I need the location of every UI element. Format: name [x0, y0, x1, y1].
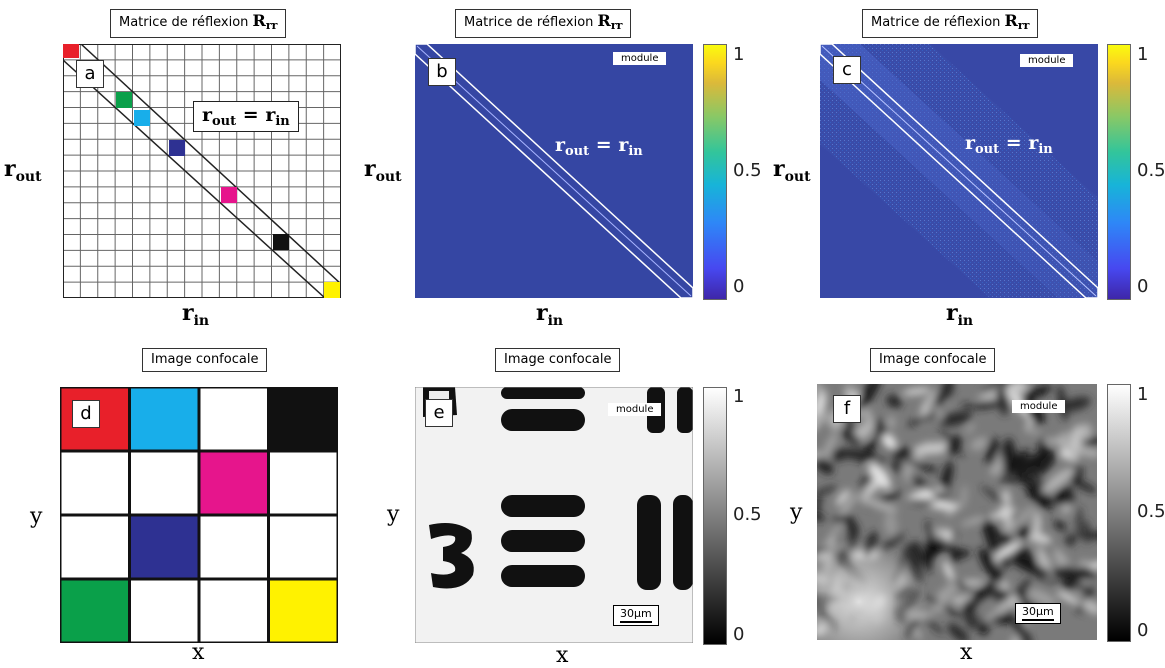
panel-c-letter: c	[833, 56, 861, 84]
panel-e-tick-bottom: 0	[733, 624, 745, 645]
panel-d-pixel-magenta	[197, 449, 270, 517]
panel-c-matrix-image	[820, 44, 1098, 298]
panel-f-title: Image confocale	[870, 348, 996, 372]
panel-a-cell-magenta	[221, 187, 237, 203]
panel-f-scalebar-line	[1022, 619, 1054, 621]
panel-f-ylabel: y	[790, 500, 803, 525]
panel-e-xlabel: x	[556, 643, 569, 668]
panel-f-tick-mid: 0.5	[1137, 501, 1165, 522]
panel-d-pixel-white	[60, 513, 131, 581]
panel-d-pixel-white	[197, 387, 270, 453]
panel-e-confocal-image	[415, 387, 693, 643]
panel-f-tick-top: 1	[1137, 384, 1149, 405]
panel-c-tick-top: 1	[1137, 44, 1149, 65]
panel-e-ylabel: y	[387, 502, 400, 527]
panel-a-xlabel: rin	[182, 300, 210, 329]
panel-f-confocal-image	[817, 384, 1097, 640]
panel-a-cell-black	[273, 234, 289, 250]
panel-b-title: Matrice de réflexion Rrr	[455, 9, 632, 38]
panel-c-ylabel: rout	[773, 156, 811, 185]
panel-b-module-tag: module	[613, 52, 667, 65]
panel-d-letter: d	[72, 400, 100, 428]
panel-d-pixel-yellow	[267, 577, 338, 643]
panel-a-cell-cyan	[134, 110, 150, 126]
panel-d-pixel-white	[197, 577, 270, 643]
panel-a-equation: rout = rin	[193, 101, 299, 132]
panel-d-pixel-white	[267, 513, 338, 581]
panel-b-letter: b	[428, 58, 456, 86]
panel-e-tick-mid: 0.5	[733, 504, 762, 525]
panel-b-colorbar	[703, 44, 727, 300]
panel-c-colorbar	[1107, 44, 1131, 300]
panel-d-pixel-green	[60, 577, 131, 643]
panel-e-title: Image confocale	[495, 348, 621, 372]
panel-f-tick-bottom: 0	[1137, 620, 1149, 641]
panel-d-pixel-white	[128, 449, 201, 517]
panel-d-xlabel: x	[192, 640, 205, 665]
panel-a-matrix-grid	[63, 44, 341, 298]
panel-e-letter: e	[425, 399, 453, 427]
panel-c-tick-bottom: 0	[1137, 276, 1149, 297]
panel-d-title: Image confocale	[142, 348, 268, 372]
panel-d-pixel-grid	[60, 387, 338, 643]
panel-a-cell-navy	[169, 140, 185, 156]
panel-e-scalebar: 30µm	[613, 605, 659, 626]
panel-e-module-tag: module	[608, 403, 662, 416]
panel-e-scalebar-label: 30µm	[620, 607, 652, 620]
panel-d-ylabel: y	[30, 504, 43, 529]
panel-b-matrix-image	[415, 44, 693, 298]
panel-a-cell-yellow	[324, 282, 340, 298]
panel-c-equation: rout = rin	[965, 132, 1053, 157]
panel-f-scalebar-label: 30µm	[1022, 605, 1054, 618]
panel-d-pixel-navy	[128, 513, 201, 581]
panel-d-pixel-white	[60, 449, 131, 517]
panel-e-colorbar	[703, 387, 727, 645]
panel-a-cell-green	[116, 92, 132, 108]
panel-c-tick-mid: 0.5	[1137, 160, 1165, 181]
panel-d-pixel-white	[128, 577, 201, 643]
panel-b-xlabel: rin	[536, 300, 564, 329]
panel-b-tick-bottom: 0	[733, 276, 745, 297]
panel-f-module-tag: module	[1012, 400, 1066, 413]
panel-a-title: Matrice de réflexion Rrr	[110, 9, 287, 38]
panel-b-tick-top: 1	[733, 44, 745, 65]
panel-d-pixel-black	[267, 387, 338, 453]
panel-c-module-tag: module	[1020, 54, 1074, 67]
panel-d-pixel-cyan	[128, 387, 201, 453]
panel-c-title: Matrice de réflexion Rrr	[862, 9, 1039, 38]
panel-f-colorbar	[1107, 384, 1131, 642]
panel-f-scalebar: 30µm	[1015, 603, 1061, 624]
panel-b-tick-mid: 0.5	[733, 160, 762, 181]
panel-a-ylabel: rout	[4, 156, 42, 185]
panel-e-tick-top: 1	[733, 386, 745, 407]
panel-a-letter: a	[76, 60, 104, 88]
panel-f-letter: f	[833, 395, 861, 423]
panel-a-cell-red	[63, 44, 79, 58]
panel-d-pixel-white	[197, 513, 270, 581]
panel-e-scalebar-line	[620, 621, 652, 623]
panel-f-xlabel: x	[960, 640, 973, 665]
panel-b-ylabel: rout	[364, 156, 402, 185]
panel-c-xlabel: rin	[946, 300, 974, 329]
panel-b-equation: rout = rin	[555, 134, 643, 159]
panel-d-pixel-white	[267, 449, 338, 517]
